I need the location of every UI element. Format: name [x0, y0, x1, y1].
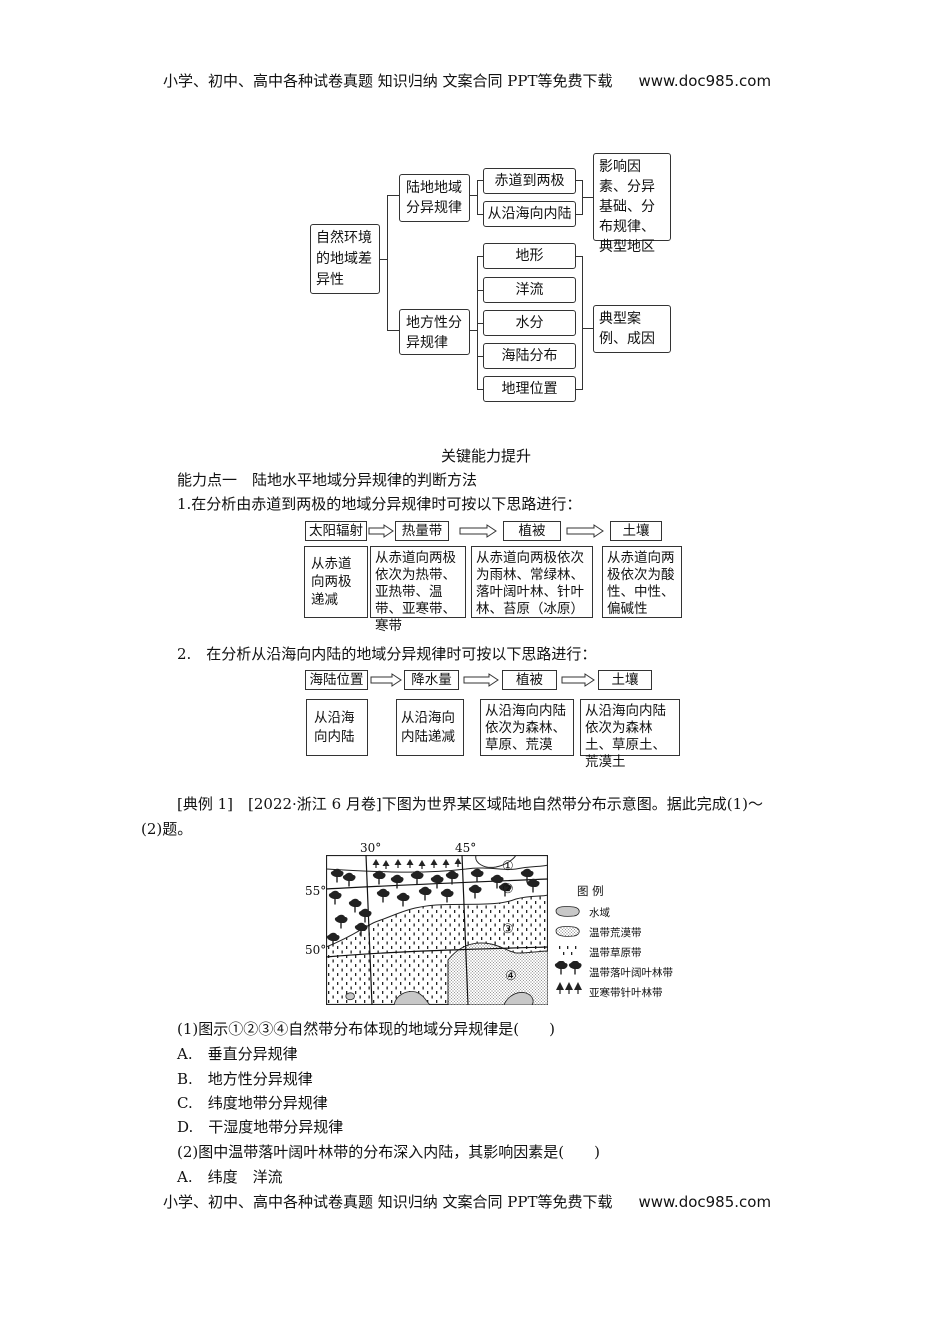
flow-2-intro: 2. 在分析从沿海向内陆的地域分异规律时可按以下思路进行：	[177, 645, 597, 663]
flow-2-arrow-2-icon	[463, 673, 499, 687]
flow-2-arrow-1-icon	[370, 673, 402, 687]
legend-item-4: 温带落叶阔叶林带	[589, 967, 673, 979]
flow-2-arrow-3-icon	[561, 673, 595, 687]
flow-2-label-4: 土壤	[598, 670, 652, 690]
mindmap-branch-1: 陆地地域分异规律	[399, 174, 470, 222]
mindmap-branch-2-item-2: 洋流	[483, 277, 576, 303]
map-lat-label-1: 55°	[305, 884, 327, 898]
flow-1-label-1: 太阳辐射	[305, 521, 367, 541]
map-lon-label-1: 30°	[360, 841, 382, 855]
map-image	[326, 855, 548, 1005]
header-text: 小学、初中、高中各种试卷真题 知识归纳 文案合同 PPT等免费下载	[163, 72, 613, 90]
mindmap-branch-2-item-3: 水分	[483, 310, 576, 336]
footer-text: 小学、初中、高中各种试卷真题 知识归纳 文案合同 PPT等免费下载	[163, 1193, 613, 1211]
mindmap-branch-2: 地方性分异规律	[399, 309, 470, 355]
mindmap-branch-2-item-4: 海陆分布	[483, 343, 576, 369]
map-lon-label-2: 45°	[455, 841, 477, 855]
mindmap-branch-2-note: 典型案例、成因	[593, 305, 671, 353]
section-title: 关键能力提升	[441, 447, 532, 465]
question-2-option-a: A. 纬度 洋流	[177, 1168, 283, 1186]
page-footer: 小学、初中、高中各种试卷真题 知识归纳 文案合同 PPT等免费下载 www.doc…	[163, 1191, 771, 1212]
zone-marker-2: ②	[502, 882, 514, 897]
flow-2-box-4: 从沿海向内陆依次为森林土、草原土、荒漠土	[580, 699, 680, 770]
mindmap-branch-1-note: 影响因素、分异基础、分布规律、典型地区	[593, 153, 671, 255]
flow-1-box-3: 从赤道向两极依次为雨林、常绿林、落叶阔叶林、针叶林、苔原（冰原）	[471, 546, 593, 618]
legend-desert-icon	[555, 926, 580, 937]
flow-2-box-1: 从沿海向内陆	[306, 699, 368, 756]
zone-marker-1: ①	[502, 859, 514, 874]
legend-steppe-icon	[559, 946, 577, 955]
legend-item-1: 水域	[589, 907, 610, 919]
header-url: www.doc985.com	[638, 72, 772, 90]
flow-2-box-2: 从沿海向内陆递减	[396, 699, 464, 756]
question-1-option-a: A. 垂直分异规律	[177, 1045, 298, 1063]
flow-1-box-1: 从赤道向两极递减	[304, 546, 368, 618]
question-2-stem: (2)图中温带落叶阔叶林带的分布深入内陆，其影响因素是( )	[177, 1143, 600, 1161]
legend-broadleaf-tree-icon	[554, 961, 582, 975]
flow-1-label-3: 植被	[503, 521, 561, 541]
question-1-option-c: C. 纬度地带分异规律	[177, 1094, 328, 1112]
flow-1-box-2: 从赤道向两极依次为热带、亚热带、温带、亚寒带、寒带	[370, 546, 466, 634]
footer-url: www.doc985.com	[638, 1193, 772, 1211]
legend-title: 图 例	[577, 884, 604, 898]
map-lat-label-2: 50°	[305, 943, 327, 957]
zone-marker-3: ③	[502, 922, 514, 937]
flow-1-intro: 1.在分析由赤道到两极的地域分异规律时可按以下思路进行：	[177, 495, 582, 513]
legend-item-2: 温带荒漠带	[589, 927, 642, 939]
flow-1-arrow-3-icon	[566, 524, 604, 538]
example-line-1: [典例 1] [2022·浙江 6 月卷]下图为世界某区域陆地自然带分布示意图。…	[177, 795, 763, 813]
mindmap-branch-1-item-1: 赤道到两极	[483, 168, 576, 194]
page-header: 小学、初中、高中各种试卷真题 知识归纳 文案合同 PPT等免费下载 www.doc…	[163, 70, 771, 91]
flow-2-label-3: 植被	[502, 670, 557, 690]
example-line-2: (2)题。	[141, 820, 193, 838]
legend-conifer-tree-icon	[556, 982, 582, 994]
mindmap-branch-2-item-5: 地理位置	[483, 376, 576, 402]
legend-item-5: 亚寒带针叶林带	[589, 987, 663, 999]
flow-2-label-1: 海陆位置	[305, 670, 368, 690]
legend-water-icon	[555, 906, 580, 917]
zone-marker-4: ④	[505, 969, 517, 984]
flow-2-box-3: 从沿海向内陆依次为森林、草原、荒漠	[480, 699, 574, 756]
flow-1-arrow-1-icon	[368, 524, 394, 538]
flow-2-label-2: 降水量	[404, 670, 459, 690]
question-1-stem: (1)图示①②③④自然带分布体现的地域分异规律是( )	[177, 1020, 555, 1038]
flow-1-label-2: 热量带	[395, 521, 449, 541]
flow-1-label-4: 土壤	[610, 521, 662, 541]
ability-point-1-title: 能力点一 陆地水平地域分异规律的判断方法	[177, 471, 478, 489]
flow-1-arrow-2-icon	[459, 524, 497, 538]
mindmap-branch-2-item-1: 地形	[483, 243, 576, 269]
mindmap-root: 自然环境的地域差异性	[310, 224, 380, 294]
question-1-option-d: D. 干湿度地带分异规律	[177, 1118, 344, 1136]
mindmap-branch-1-item-2: 从沿海向内陆	[483, 201, 576, 227]
flow-1-box-4: 从赤道向两极依次为酸性、中性、偏碱性	[602, 546, 682, 618]
question-1-option-b: B. 地方性分异规律	[177, 1070, 313, 1088]
legend-item-3: 温带草原带	[589, 947, 642, 959]
